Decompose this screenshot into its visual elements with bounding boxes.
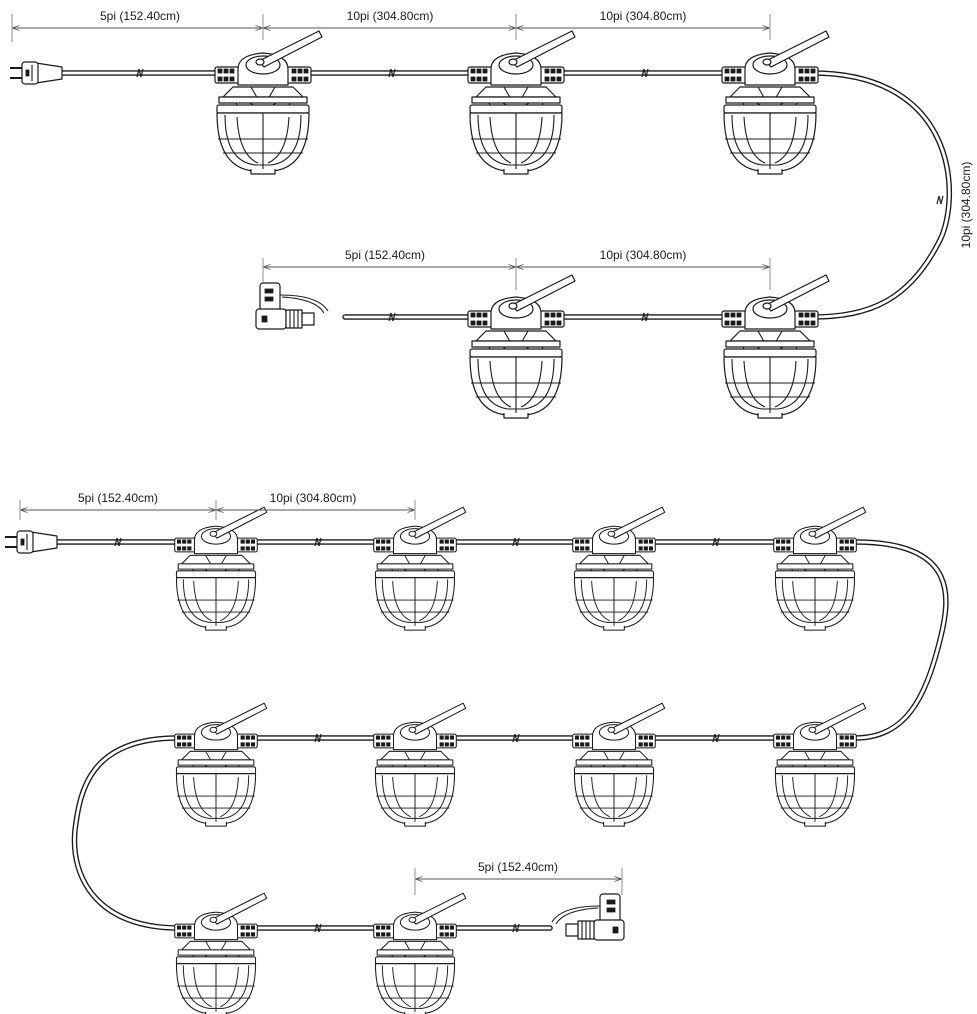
dim-label-b-top-lead: 5pi (152.40cm) <box>78 491 158 505</box>
female-connector-b <box>551 893 625 941</box>
dim-label-a-top-span-1: 10pi (304.80cm) <box>347 9 434 23</box>
lamp-b-7 <box>572 702 666 827</box>
dim-label-a-bottom-span: 10pi (304.80cm) <box>600 248 687 262</box>
lamp-b-5 <box>174 702 268 827</box>
diagram-a: 5pi (152.40cm) 10pi (304.80cm) 10pi (304… <box>9 9 973 419</box>
dim-label-a-top-span-2: 10pi (304.80cm) <box>600 9 687 23</box>
plug-a <box>9 61 63 85</box>
lamp-a-3 <box>721 30 830 175</box>
dim-label-a-loop-span: 10pi (304.80cm) <box>959 162 973 249</box>
lamp-b-1 <box>174 506 268 631</box>
lamp-a-5 <box>721 274 830 419</box>
female-connector-a <box>255 282 329 330</box>
dim-label-b-top-span: 10pi (304.80cm) <box>270 491 357 505</box>
lamp-b-10 <box>373 892 467 1014</box>
lamp-a-2 <box>467 30 576 175</box>
lamp-a-4 <box>467 274 576 419</box>
lamp-b-4 <box>773 506 867 631</box>
lamp-b-9 <box>174 892 268 1014</box>
lamp-b-8 <box>773 702 867 827</box>
diagram-b: 5pi (152.40cm) 10pi (304.80cm) 5pi (152.… <box>4 491 949 1014</box>
lamp-b-6 <box>373 702 467 827</box>
lamp-b-2 <box>373 506 467 631</box>
lamp-b-3 <box>572 506 666 631</box>
plug-b <box>4 530 58 554</box>
dim-label-a-top-lead: 5pi (152.40cm) <box>100 9 180 23</box>
dim-label-a-bottom-lead: 5pi (152.40cm) <box>345 248 425 262</box>
lamp-a-1 <box>214 30 323 175</box>
dim-label-b-bottom-lead: 5pi (152.40cm) <box>478 860 558 874</box>
